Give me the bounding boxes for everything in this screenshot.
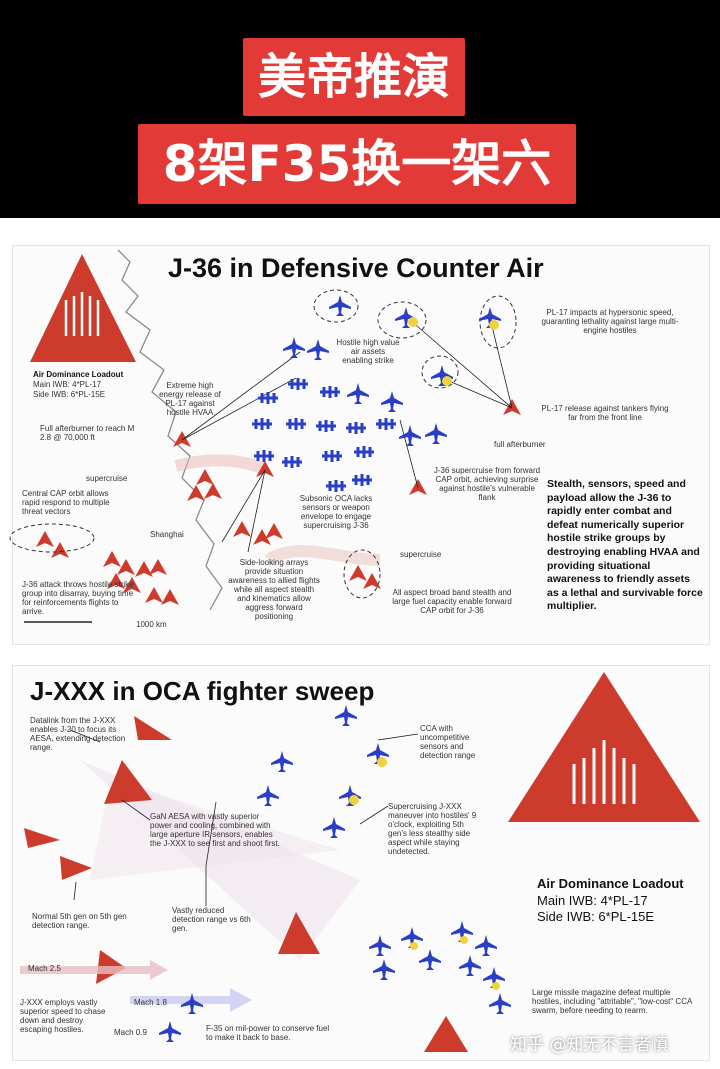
watermark: 知乎 @知无不言者慎: [510, 1035, 669, 1055]
label-normal-5th: Normal 5th gen on 5th gen detection rang…: [32, 912, 127, 930]
label-mach-18: Mach 1.8: [134, 998, 167, 1007]
label-supercruising: Supercruising J-XXX maneuver into hostil…: [388, 802, 477, 856]
panel2-title: J-XXX in OCA fighter sweep: [30, 676, 375, 706]
label-supercruise-left: supercruise: [86, 474, 128, 483]
label-mach-09: Mach 0.9: [114, 1028, 147, 1037]
panel2-loadout-title: Air Dominance Loadout: [537, 876, 684, 891]
panel1-loadout-side: Side IWB: 6*PL-15E: [33, 390, 106, 399]
label-datalink: Datalink from the J-XXX enables J-20 to …: [30, 716, 126, 752]
label-pl17-release: PL-17 release against tankers flying far…: [541, 404, 669, 422]
label-supercruise-right: supercruise: [400, 550, 442, 559]
coastline: [117, 249, 223, 611]
label-large-magazine: Large missile magazine defeat multiple h…: [532, 988, 692, 1015]
panel2-loadout-main: Main IWB: 4*PL-17: [537, 893, 648, 908]
banner-title-line2: 8架F35换一架六代: [138, 124, 576, 273]
label-full-afterburner-left: Full afterburner to reach M 2.8 @ 70,000…: [40, 424, 135, 442]
label-cca-with: CCA with uncompetitive sensors and detec…: [420, 724, 476, 760]
label-shanghai: Shanghai: [150, 530, 184, 539]
label-mach-25: Mach 2.5: [28, 964, 61, 973]
banner-title-line1: 美帝推演: [243, 38, 465, 116]
label-attack-throws: J-36 attack throws hostile strike group …: [22, 580, 134, 616]
label-full-afterburner-right: full afterburner: [494, 440, 546, 449]
panel2-loadout-side: Side IWB: 6*PL-15E: [537, 909, 655, 924]
label-pl17-impacts: PL-17 impacts at hypersonic speed, guara…: [541, 308, 679, 335]
label-side-looking: Side-looking arrays provide situation aw…: [228, 558, 320, 621]
label-extreme-release: Extreme high energy release of PL-17 aga…: [159, 381, 221, 417]
label-supercruise-from-cap: J-36 supercruise from forward CAP orbit,…: [433, 466, 541, 502]
label-jxxx-employs: J-XXX employs vastly superior speed to c…: [20, 998, 106, 1034]
label-f35-mil: F-35 on mil-power to conserve fuel to ma…: [206, 1024, 330, 1042]
panel1-title: J-36 in Defensive Counter Air: [168, 253, 544, 283]
panel1-loadout-main: Main IWB: 4*PL-17: [33, 380, 102, 389]
panel1-loadout-title: Air Dominance Loadout: [33, 370, 124, 379]
label-all-aspect: All aspect broad band stealth and large …: [392, 588, 512, 615]
label-gan-aesa: GaN AESA with vastly superior power and …: [150, 812, 280, 848]
label-scale: 1000 km: [136, 620, 167, 629]
label-vastly-reduced: Vastly reduced detection range vs 6th ge…: [172, 906, 251, 933]
label-subsonic-oca: Subsonic OCA lacks sensors or weapon env…: [299, 494, 373, 530]
panel1-summary: Stealth, sensors, speed and payload allo…: [547, 478, 703, 613]
label-hostile-high-value: Hostile high value air assets enabling s…: [336, 338, 400, 365]
label-central-cap: Central CAP orbit allows rapid respond t…: [22, 489, 110, 516]
